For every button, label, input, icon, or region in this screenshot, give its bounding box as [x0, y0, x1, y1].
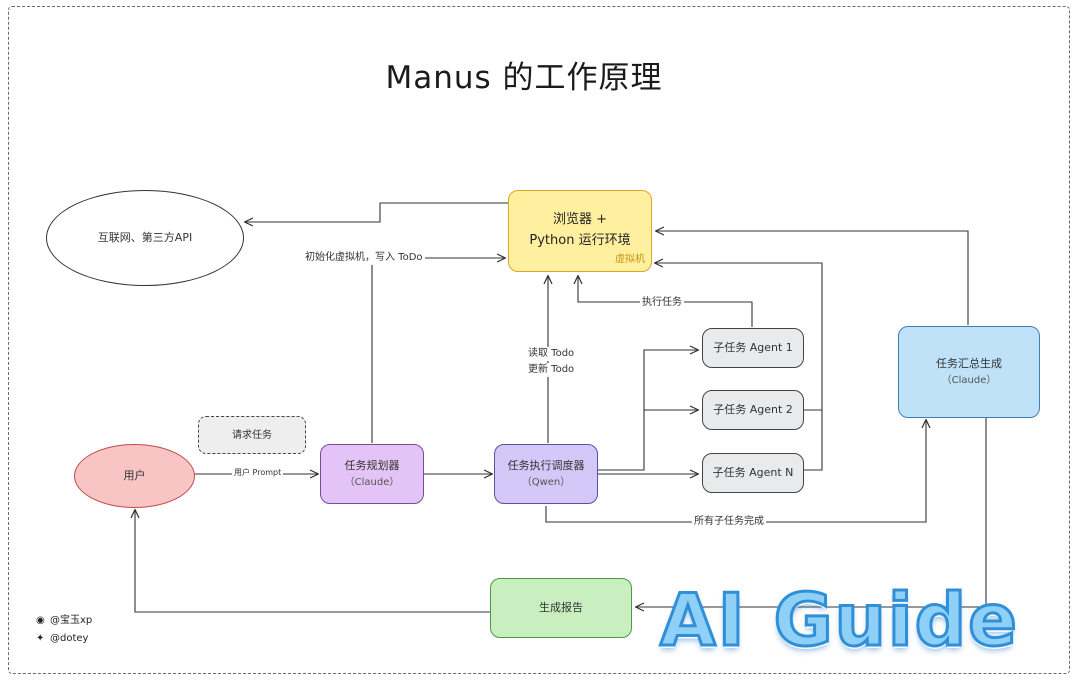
- sub-agent-2-node: 子任务 Agent 2: [702, 390, 804, 430]
- all-subtasks-done-label: 所有子任务完成: [692, 515, 766, 529]
- task-summary-model: （Claude）: [941, 374, 997, 386]
- twitter-icon: ✦: [36, 633, 45, 644]
- edge-browser-to-internet: [245, 202, 508, 222]
- task-scheduler-label: 任务执行调度器: [507, 459, 585, 473]
- sub-agent-1-label: 子任务 Agent 1: [713, 340, 793, 354]
- user-node: 用户: [74, 444, 195, 508]
- sub-agent-n-label: 子任务 Agent N: [712, 465, 794, 479]
- edge-planner-to-browser: [371, 258, 505, 443]
- python-env-label: Python 运行环境: [529, 233, 631, 248]
- weibo-handle: @宝玉xp: [50, 615, 93, 626]
- task-planner-model: （Claude）: [344, 476, 400, 488]
- request-task-node: 请求任务: [198, 416, 306, 454]
- task-scheduler-model: （Qwen）: [521, 476, 571, 488]
- twitter-handle: @dotey: [50, 633, 89, 644]
- author-credits: ◉ @宝玉xp ✦ @dotey: [36, 612, 92, 648]
- canvas-frame: [8, 6, 1070, 674]
- user-label: 用户: [123, 468, 146, 482]
- edge-report-to-user: [135, 510, 490, 613]
- sub-agent-2-label: 子任务 Agent 2: [713, 402, 793, 416]
- task-summary-label: 任务汇总生成: [936, 357, 1002, 371]
- user-prompt-label: 用户 Prompt: [232, 467, 284, 479]
- report-label: 生成报告: [539, 600, 583, 614]
- edge-agentn-to-browser: [804, 410, 823, 471]
- edge-summary-to-browser: [656, 231, 969, 325]
- diagram-title: Manus 的工作原理: [385, 60, 663, 96]
- task-scheduler-node: 任务执行调度器 （Qwen）: [494, 444, 598, 504]
- internet-api-label: 互联网、第三方API: [97, 230, 193, 244]
- ai-guide-watermark: AI Guide: [659, 578, 1019, 662]
- browser-label: 浏览器 +: [552, 212, 608, 228]
- sub-agent-1-node: 子任务 Agent 1: [702, 328, 804, 368]
- task-planner-node: 任务规划器 （Claude）: [320, 444, 424, 504]
- request-task-label: 请求任务: [232, 429, 272, 441]
- sub-agent-n-node: 子任务 Agent N: [702, 453, 804, 493]
- edge-agent2-to-browser: [655, 263, 823, 411]
- task-summary-node: 任务汇总生成 （Claude）: [898, 326, 1040, 418]
- vm-tag: 虚拟机: [615, 254, 645, 265]
- internet-api-node: 互联网、第三方API: [46, 190, 244, 286]
- edge-summary-to-report: [636, 418, 987, 607]
- weibo-credit: ◉ @宝玉xp: [36, 612, 92, 630]
- read-todo-label: 读取 Todo: [526, 347, 577, 361]
- exec-task-label: 执行任务: [640, 296, 684, 310]
- init-vm-label: 初始化虚拟机，写入 ToDo: [303, 251, 425, 265]
- task-planner-label: 任务规划器: [344, 459, 400, 473]
- update-todo-label: 更新 Todo: [526, 363, 577, 377]
- twitter-credit: ✦ @dotey: [36, 630, 92, 648]
- browser-python-node: 浏览器 + Python 运行环境 虚拟机: [508, 190, 652, 272]
- weibo-icon: ◉: [36, 615, 45, 626]
- report-node: 生成报告: [490, 578, 632, 638]
